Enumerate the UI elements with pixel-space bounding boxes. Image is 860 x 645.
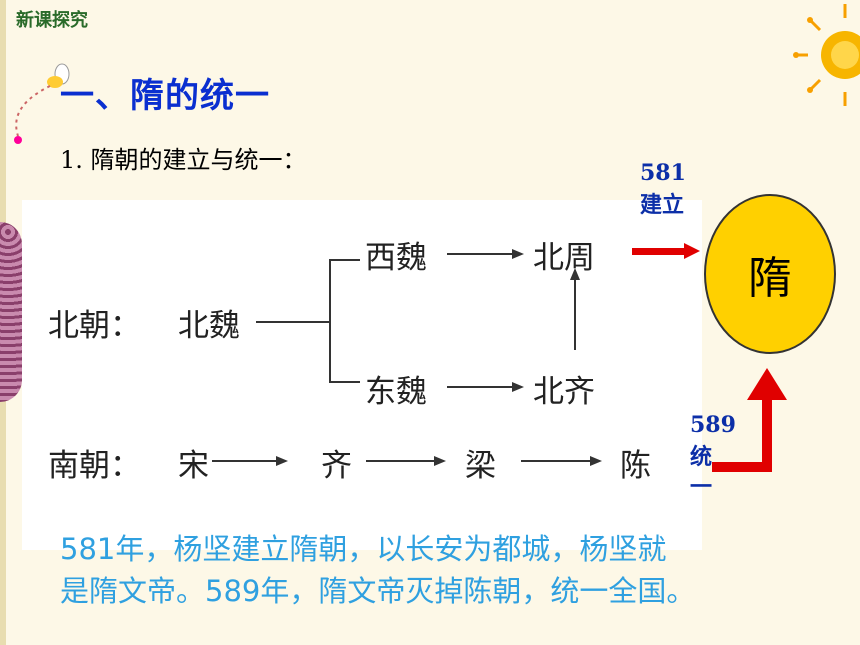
founding-year: 581 [640,160,686,186]
xiwei-label: 西魏 [365,240,427,276]
sui-circle: 隋 [704,194,836,354]
qi-label: 齐 [321,448,352,484]
explanation-text: 581年，杨坚建立隋朝，以长安为都城，杨坚就 是隋文帝。589年，隋文帝灭掉陈朝… [60,528,830,612]
section-tag: 新课探究 [16,10,88,31]
chen-label: 陈 [620,448,651,484]
liang-label: 梁 [465,448,496,484]
page-title: 一、隋的统一 [60,76,270,116]
beizhou-label: 北周 [533,240,595,276]
unify-word-2: 一 [690,474,713,500]
founding-word: 建立 [640,192,685,218]
bee-icon [14,63,70,144]
dongwei-label: 东魏 [365,374,427,410]
northern-dynasties-label: 北朝： [48,308,141,344]
beiqi-label: 北齐 [533,374,595,410]
explanation-line-1: 581年，杨坚建立隋朝，以长安为都城，杨坚就 [60,532,667,566]
southern-dynasties-label: 南朝： [48,448,141,484]
sui-label: 隋 [748,253,792,304]
song-label: 宋 [178,448,209,484]
unify-year: 589 [690,412,736,438]
unify-word-1: 统 [690,444,713,470]
beiwei-label: 北魏 [178,308,240,344]
explanation-line-2: 是隋文帝。589年，隋文帝灭掉陈朝，统一全国。 [60,574,696,608]
subtitle: 1. 隋朝的建立与统一： [60,146,307,174]
sun-icon [793,4,860,106]
diagram-panel [22,200,702,550]
flower-icon [0,222,22,402]
